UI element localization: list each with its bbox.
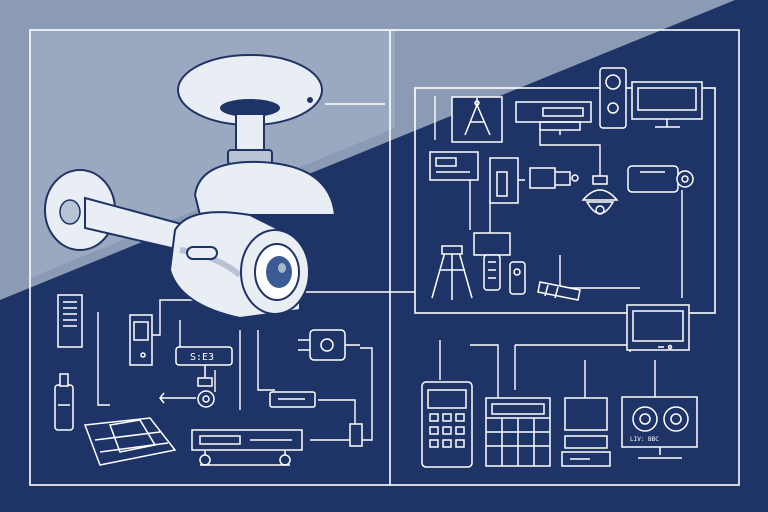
security-camera-icon bbox=[44, 54, 337, 320]
bullet-camera-icon bbox=[529, 167, 579, 189]
video-encoder-icon bbox=[489, 157, 525, 204]
video-encoder-side-icon bbox=[298, 329, 363, 447]
desktop-monitor-icon bbox=[631, 81, 703, 128]
outer-frame bbox=[29, 29, 740, 486]
remote-control-icon bbox=[473, 232, 526, 295]
laptop-icon bbox=[83, 417, 177, 466]
panel-frames bbox=[29, 29, 740, 486]
monitor-caption: LIV: BBC bbox=[630, 436, 659, 443]
battery-icon bbox=[54, 373, 74, 431]
equipment-rack-icon bbox=[191, 429, 303, 466]
video-monitor-icon bbox=[621, 396, 698, 459]
wire bbox=[470, 344, 499, 400]
cable-connector-icon bbox=[537, 281, 581, 301]
display-readout: S:E3 bbox=[190, 352, 214, 363]
wire bbox=[310, 347, 373, 441]
wire bbox=[539, 128, 601, 182]
display-readout-bg bbox=[178, 350, 228, 362]
dome-camera-icon bbox=[581, 175, 619, 215]
phone-keypad-icon bbox=[421, 381, 473, 468]
network-tower-icon bbox=[451, 96, 503, 143]
speaker-icon bbox=[599, 67, 627, 129]
dvr-recorder-icon bbox=[515, 101, 592, 135]
wire bbox=[97, 312, 110, 406]
computer-monitor-icon bbox=[561, 397, 611, 467]
wire bbox=[318, 399, 356, 425]
display-unit-icon bbox=[129, 314, 153, 366]
tripod-icon bbox=[431, 245, 473, 300]
right-upper-frame bbox=[414, 87, 716, 314]
intercom-panel-icon bbox=[57, 294, 83, 348]
access-keypad-icon bbox=[485, 397, 551, 467]
ptz-camera-icon bbox=[627, 165, 694, 193]
hard-drive-icon bbox=[269, 391, 316, 408]
power-supply-icon bbox=[429, 151, 479, 181]
wire bbox=[257, 330, 275, 391]
lcd-monitor-icon bbox=[626, 304, 690, 351]
